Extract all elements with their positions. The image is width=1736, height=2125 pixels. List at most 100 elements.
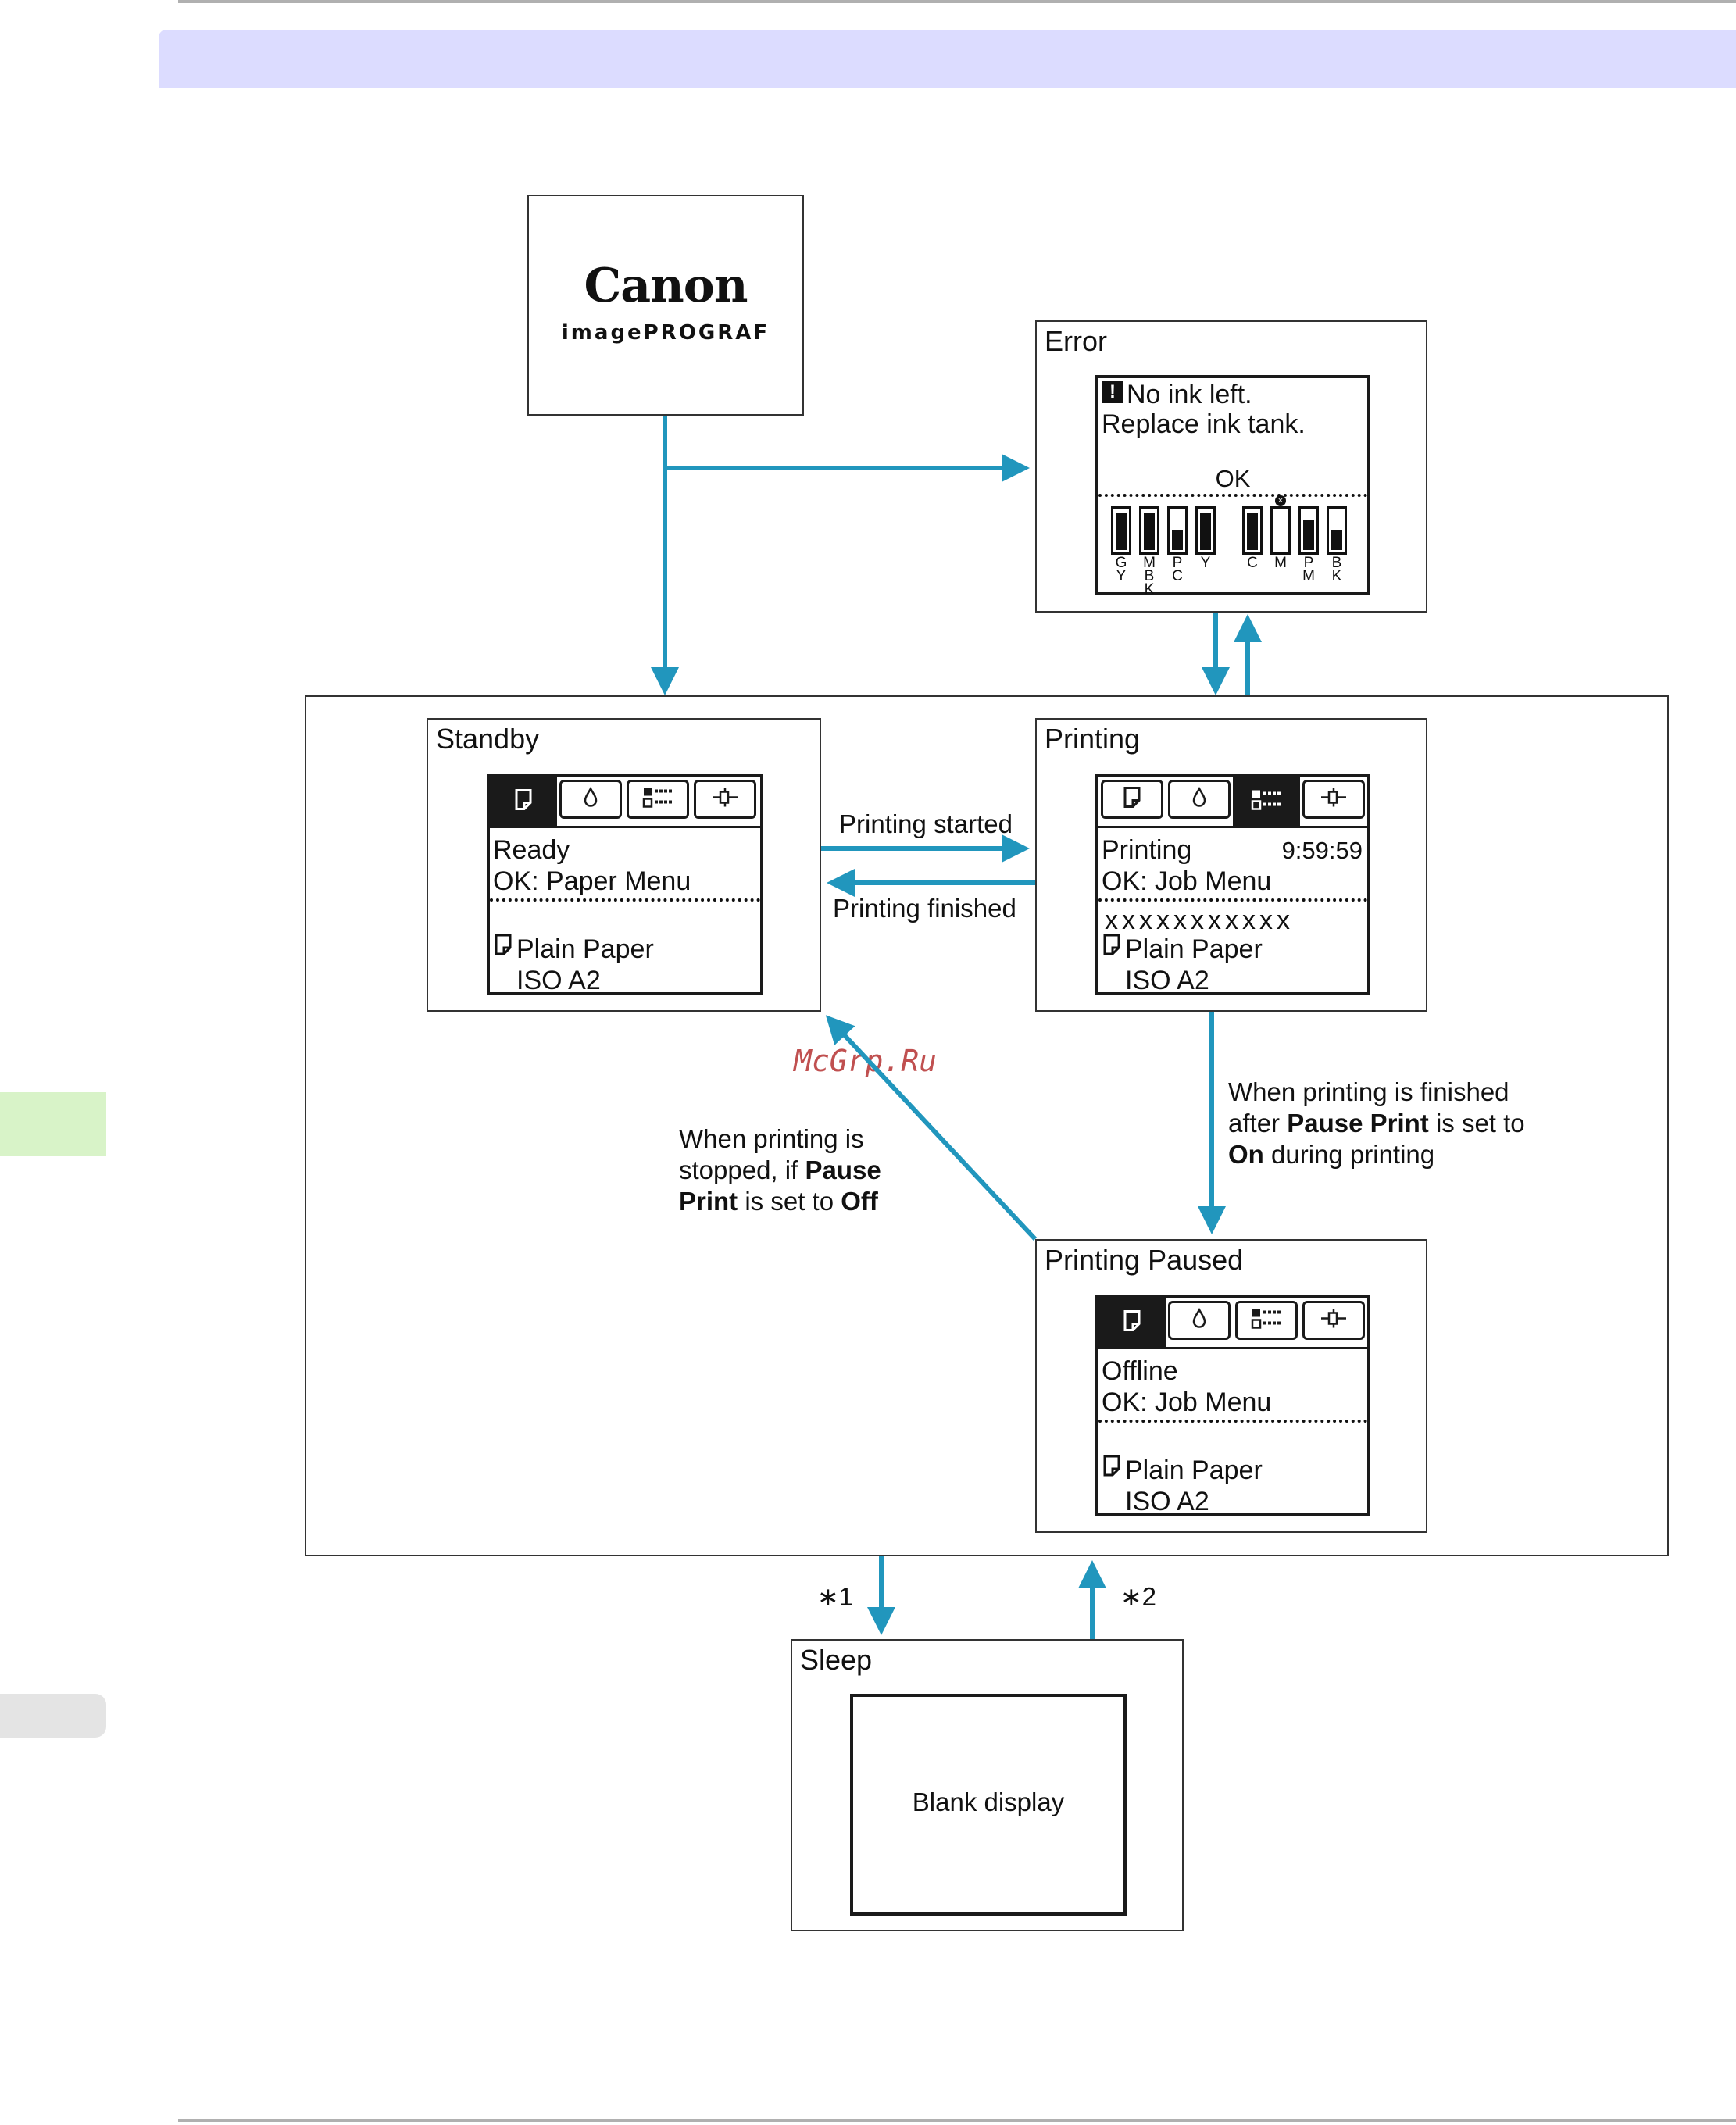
- paper-icon: [515, 789, 532, 815]
- printing-status: Printing: [1102, 835, 1192, 865]
- tab-settings[interactable]: [1302, 780, 1365, 819]
- paper-icon: [495, 934, 512, 959]
- watermark-text: McGrp.Ru: [794, 1044, 938, 1078]
- ink-tank-gauge: [1298, 506, 1319, 555]
- settings-slider-icon: [1318, 787, 1349, 812]
- ink-color-label: M: [1274, 555, 1287, 571]
- paper-icon: [1103, 1455, 1120, 1480]
- ink-level-fill: [1247, 512, 1258, 550]
- job-list-icon: [642, 787, 673, 812]
- printing-paper-type: Plain Paper: [1125, 934, 1263, 964]
- settings-slider-icon: [709, 787, 741, 812]
- error-message-line1: No ink left.: [1127, 380, 1252, 409]
- lcd-divider: [1098, 898, 1367, 902]
- ink-tank-gauge: [1195, 506, 1216, 555]
- ink-level-fill: [1172, 530, 1183, 550]
- tab-settings[interactable]: [694, 780, 756, 819]
- tab-paper[interactable]: [1098, 1298, 1166, 1347]
- section-header-band: [159, 30, 1736, 88]
- ink-color-label: B K: [1331, 555, 1342, 584]
- paper-icon: [1123, 787, 1141, 812]
- ink-level-fill: [1116, 512, 1127, 550]
- tab-ink[interactable]: [1168, 1301, 1231, 1340]
- sleep-lcd-panel: Blank display: [850, 1694, 1127, 1916]
- ink-tank-gauge: [1242, 506, 1263, 555]
- tab-paper[interactable]: [490, 777, 557, 826]
- tab-settings[interactable]: [1302, 1301, 1365, 1340]
- ink-color-label: C: [1247, 555, 1258, 571]
- tab-job[interactable]: [627, 780, 689, 819]
- state-title-error: Error: [1045, 325, 1107, 357]
- paper-icon-glyph: [515, 789, 532, 810]
- footnote-marker-1: ∗1: [817, 1582, 854, 1611]
- ink-drop-icon: [1191, 786, 1208, 812]
- standby-ok-hint: OK: Paper Menu: [493, 866, 691, 896]
- printing-lcd-panel: Printing 9:59:59 OK: Job Menu xxxxxxxxxx…: [1095, 774, 1370, 995]
- note-pause-print-on: When printing is finished after Pause Pr…: [1228, 1077, 1525, 1169]
- standby-lcd-panel: Ready OK: Paper Menu Plain Paper ISO A2: [487, 774, 763, 995]
- ink-drop-icon: [1191, 1307, 1208, 1334]
- printing-job-name: xxxxxxxxxxx: [1105, 905, 1294, 935]
- standby-status: Ready: [493, 835, 570, 865]
- standby-paper-type: Plain Paper: [516, 934, 654, 964]
- paper-icon-glyph: [1123, 787, 1141, 808]
- sleep-state-box: Sleep Blank display: [791, 1639, 1184, 1931]
- paper-icon-glyph: [1103, 934, 1120, 955]
- paper-icon-glyph: [1123, 1310, 1141, 1331]
- paper-icon: [1123, 1310, 1141, 1336]
- ink-color-label: P M: [1302, 555, 1315, 584]
- printing-ok-hint: OK: Job Menu: [1102, 866, 1272, 896]
- printing-state-box: Printing Printing 9:59:59 OK: Job Menu x…: [1035, 718, 1427, 1012]
- ink-tank-gauge: [1167, 506, 1188, 555]
- chapter-side-tab: [0, 1092, 106, 1156]
- ink-level-fill: [1303, 520, 1314, 550]
- index-side-tab: [0, 1694, 106, 1738]
- power-on-logo-box: Canon imagePROGRAF: [527, 195, 804, 416]
- state-title-standby: Standby: [436, 723, 540, 755]
- label-printing-finished: Printing finished: [833, 894, 1016, 923]
- error-lcd-panel: ! No ink left. Replace ink tank. OK G Y M…: [1095, 375, 1370, 597]
- printing-time-remaining: 9:59:59: [1281, 837, 1363, 864]
- ink-tank-gauge: [1139, 506, 1159, 555]
- paused-lcd-panel: Offline OK: Job Menu Plain Paper ISO A2: [1095, 1295, 1370, 1516]
- paused-state-box: Printing Paused Offline OK: Job Menu Pla…: [1035, 1239, 1427, 1533]
- canon-logo: Canon: [584, 259, 748, 313]
- paused-status: Offline: [1102, 1356, 1178, 1386]
- state-title-printing: Printing: [1045, 723, 1141, 755]
- paused-ok-hint: OK: Job Menu: [1102, 1388, 1272, 1417]
- job-list-icon: [1251, 789, 1282, 815]
- ink-color-label: G Y: [1115, 555, 1127, 584]
- lcd-tab-bar: [1098, 1298, 1367, 1349]
- error-ok-label: OK: [1215, 465, 1251, 492]
- note-pause-print-off: When printing is stopped, if Pause Print…: [679, 1124, 881, 1216]
- ink-level-fill: [1144, 512, 1155, 550]
- ink-drop-icon: [582, 786, 599, 812]
- ink-tank-gauge: [1270, 506, 1291, 555]
- paper-icon-glyph: [1103, 1455, 1120, 1477]
- lcd-tab-bar: [490, 777, 760, 828]
- empty-ink-mark-icon: ×: [1275, 495, 1286, 506]
- tab-ink[interactable]: [559, 780, 622, 819]
- ink-level-fill: [1200, 512, 1211, 550]
- tab-paper[interactable]: [1101, 780, 1163, 819]
- tab-ink[interactable]: [1168, 780, 1231, 819]
- paper-icon-glyph: [495, 934, 512, 955]
- tab-job[interactable]: [1233, 777, 1300, 826]
- footnote-marker-2: ∗2: [1120, 1582, 1157, 1611]
- bottom-rule: [178, 2119, 1736, 2122]
- job-list-icon: [1251, 1308, 1282, 1334]
- ink-color-label: P C: [1172, 555, 1183, 584]
- error-state-box: Error ! No ink left. Replace ink tank. O…: [1035, 320, 1427, 612]
- ink-level-fill: [1331, 530, 1342, 550]
- standby-paper-size: ISO A2: [516, 966, 601, 995]
- sleep-display-text: Blank display: [912, 1788, 1065, 1816]
- error-message-line2: Replace ink tank.: [1102, 409, 1306, 439]
- lcd-divider: [490, 898, 760, 902]
- lcd-divider: [1098, 1420, 1367, 1423]
- printing-paper-size: ISO A2: [1125, 966, 1209, 995]
- lcd-tab-bar: [1098, 777, 1367, 828]
- label-printing-started: Printing started: [839, 809, 1013, 838]
- warning-icon: !: [1102, 381, 1123, 403]
- tab-job[interactable]: [1235, 1301, 1298, 1340]
